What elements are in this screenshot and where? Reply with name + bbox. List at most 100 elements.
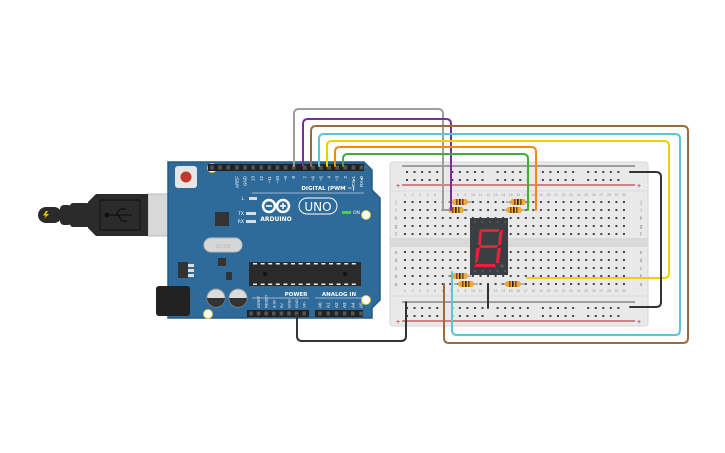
breadboard-hole[interactable] xyxy=(404,201,406,203)
digital-pin-socket[interactable] xyxy=(335,165,339,170)
digital-pin-socket[interactable] xyxy=(267,165,272,170)
breadboard-hole[interactable] xyxy=(539,251,542,253)
breadboard-hole[interactable] xyxy=(555,251,557,253)
breadboard-hole[interactable] xyxy=(570,225,573,227)
breadboard-hole[interactable] xyxy=(509,217,512,219)
breadboard-hole[interactable] xyxy=(587,315,590,317)
breadboard-hole[interactable] xyxy=(404,217,406,219)
breadboard-hole[interactable] xyxy=(562,201,565,203)
breadboard-hole[interactable] xyxy=(615,201,618,203)
digital-pin-socket[interactable] xyxy=(283,165,288,170)
breadboard-hole[interactable] xyxy=(411,233,414,235)
breadboard-hole[interactable] xyxy=(602,171,605,173)
breadboard-hole[interactable] xyxy=(607,217,610,219)
breadboard-hole[interactable] xyxy=(413,315,416,317)
breadboard-hole[interactable] xyxy=(434,275,437,277)
breadboard-hole[interactable] xyxy=(464,233,467,235)
breadboard-hole[interactable] xyxy=(466,307,469,309)
breadboard-hole[interactable] xyxy=(592,267,595,269)
breadboard-hole[interactable] xyxy=(570,251,573,253)
breadboard-hole[interactable] xyxy=(428,171,431,173)
breadboard-hole[interactable] xyxy=(519,171,522,173)
breadboard-hole[interactable] xyxy=(594,171,597,173)
breadboard-hole[interactable] xyxy=(426,259,429,261)
breadboard-hole[interactable] xyxy=(421,171,424,173)
breadboard-hole[interactable] xyxy=(622,225,625,227)
breadboard-hole[interactable] xyxy=(570,259,573,261)
breadboard-hole[interactable] xyxy=(615,209,618,211)
breadboard-hole[interactable] xyxy=(577,225,580,227)
breadboard-hole[interactable] xyxy=(419,251,422,253)
breadboard-hole[interactable] xyxy=(524,225,527,227)
arduino-uno-board[interactable]: 16.000 L TX RX ARDUINO UNO xyxy=(156,161,381,319)
breadboard-hole[interactable] xyxy=(517,225,520,227)
digital-pin-socket[interactable] xyxy=(311,165,315,170)
breadboard-hole[interactable] xyxy=(607,259,610,261)
breadboard-hole[interactable] xyxy=(449,225,452,227)
breadboard-hole[interactable] xyxy=(419,225,422,227)
breadboard-hole[interactable] xyxy=(428,179,431,181)
breadboard-hole[interactable] xyxy=(519,307,522,309)
breadboard-hole[interactable] xyxy=(555,209,557,211)
breadboard-hole[interactable] xyxy=(557,171,559,173)
breadboard-hole[interactable] xyxy=(539,275,542,277)
breadboard-hole[interactable] xyxy=(524,251,527,253)
breadboard-hole[interactable] xyxy=(441,283,444,285)
breadboard-hole[interactable] xyxy=(456,233,459,235)
breadboard-hole[interactable] xyxy=(622,217,625,219)
breadboard-hole[interactable] xyxy=(404,267,406,269)
breadboard-hole[interactable] xyxy=(562,259,565,261)
breadboard-hole[interactable] xyxy=(549,179,552,181)
breadboard-hole[interactable] xyxy=(479,275,482,277)
breadboard-hole[interactable] xyxy=(526,315,529,317)
breadboard-hole[interactable] xyxy=(517,251,520,253)
breadboard-hole[interactable] xyxy=(524,283,527,285)
breadboard-hole[interactable] xyxy=(509,251,512,253)
breadboard-hole[interactable] xyxy=(449,233,452,235)
digital-pin-socket[interactable] xyxy=(226,165,230,170)
analog-pin-socket[interactable] xyxy=(326,311,330,316)
breadboard-hole[interactable] xyxy=(404,209,406,211)
breadboard-hole[interactable] xyxy=(496,315,499,317)
breadboard-hole[interactable] xyxy=(419,201,422,203)
power-pin-socket[interactable] xyxy=(272,311,276,316)
breadboard-hole[interactable] xyxy=(481,315,484,317)
power-pin-socket[interactable] xyxy=(249,311,253,316)
breadboard-hole[interactable] xyxy=(572,315,575,317)
resistor[interactable] xyxy=(506,199,530,205)
breadboard-hole[interactable] xyxy=(547,225,550,227)
breadboard-hole[interactable] xyxy=(592,283,595,285)
breadboard-hole[interactable] xyxy=(496,179,499,181)
breadboard-hole[interactable] xyxy=(411,217,414,219)
breadboard-hole[interactable] xyxy=(458,307,461,309)
wire-rail-bridge-black[interactable] xyxy=(629,171,662,308)
breadboard-hole[interactable] xyxy=(532,259,535,261)
breadboard-hole[interactable] xyxy=(577,217,580,219)
breadboard-hole[interactable] xyxy=(511,171,514,173)
digital-pin-socket[interactable] xyxy=(327,165,331,170)
digital-pin-socket[interactable] xyxy=(259,165,264,170)
breadboard-hole[interactable] xyxy=(436,315,439,317)
breadboard-hole[interactable] xyxy=(511,307,514,309)
breadboard-hole[interactable] xyxy=(466,179,469,181)
breadboard-hole[interactable] xyxy=(458,171,461,173)
breadboard-hole[interactable] xyxy=(607,233,610,235)
breadboard-hole[interactable] xyxy=(570,201,573,203)
breadboard-hole[interactable] xyxy=(557,179,559,181)
breadboard-hole[interactable] xyxy=(615,259,618,261)
breadboard-hole[interactable] xyxy=(622,201,625,203)
breadboard-hole[interactable] xyxy=(441,225,444,227)
breadboard-hole[interactable] xyxy=(509,275,512,277)
breadboard-hole[interactable] xyxy=(419,233,422,235)
breadboard-hole[interactable] xyxy=(524,275,527,277)
wire-gnd-black[interactable] xyxy=(296,301,407,342)
breadboard-hole[interactable] xyxy=(464,217,467,219)
breadboard-hole[interactable] xyxy=(494,201,497,203)
breadboard-hole[interactable] xyxy=(426,201,429,203)
breadboard-hole[interactable] xyxy=(411,201,414,203)
breadboard-hole[interactable] xyxy=(419,275,422,277)
breadboard-hole[interactable] xyxy=(541,179,544,181)
breadboard-hole[interactable] xyxy=(502,201,505,203)
breadboard-hole[interactable] xyxy=(570,233,573,235)
breadboard-hole[interactable] xyxy=(600,201,603,203)
